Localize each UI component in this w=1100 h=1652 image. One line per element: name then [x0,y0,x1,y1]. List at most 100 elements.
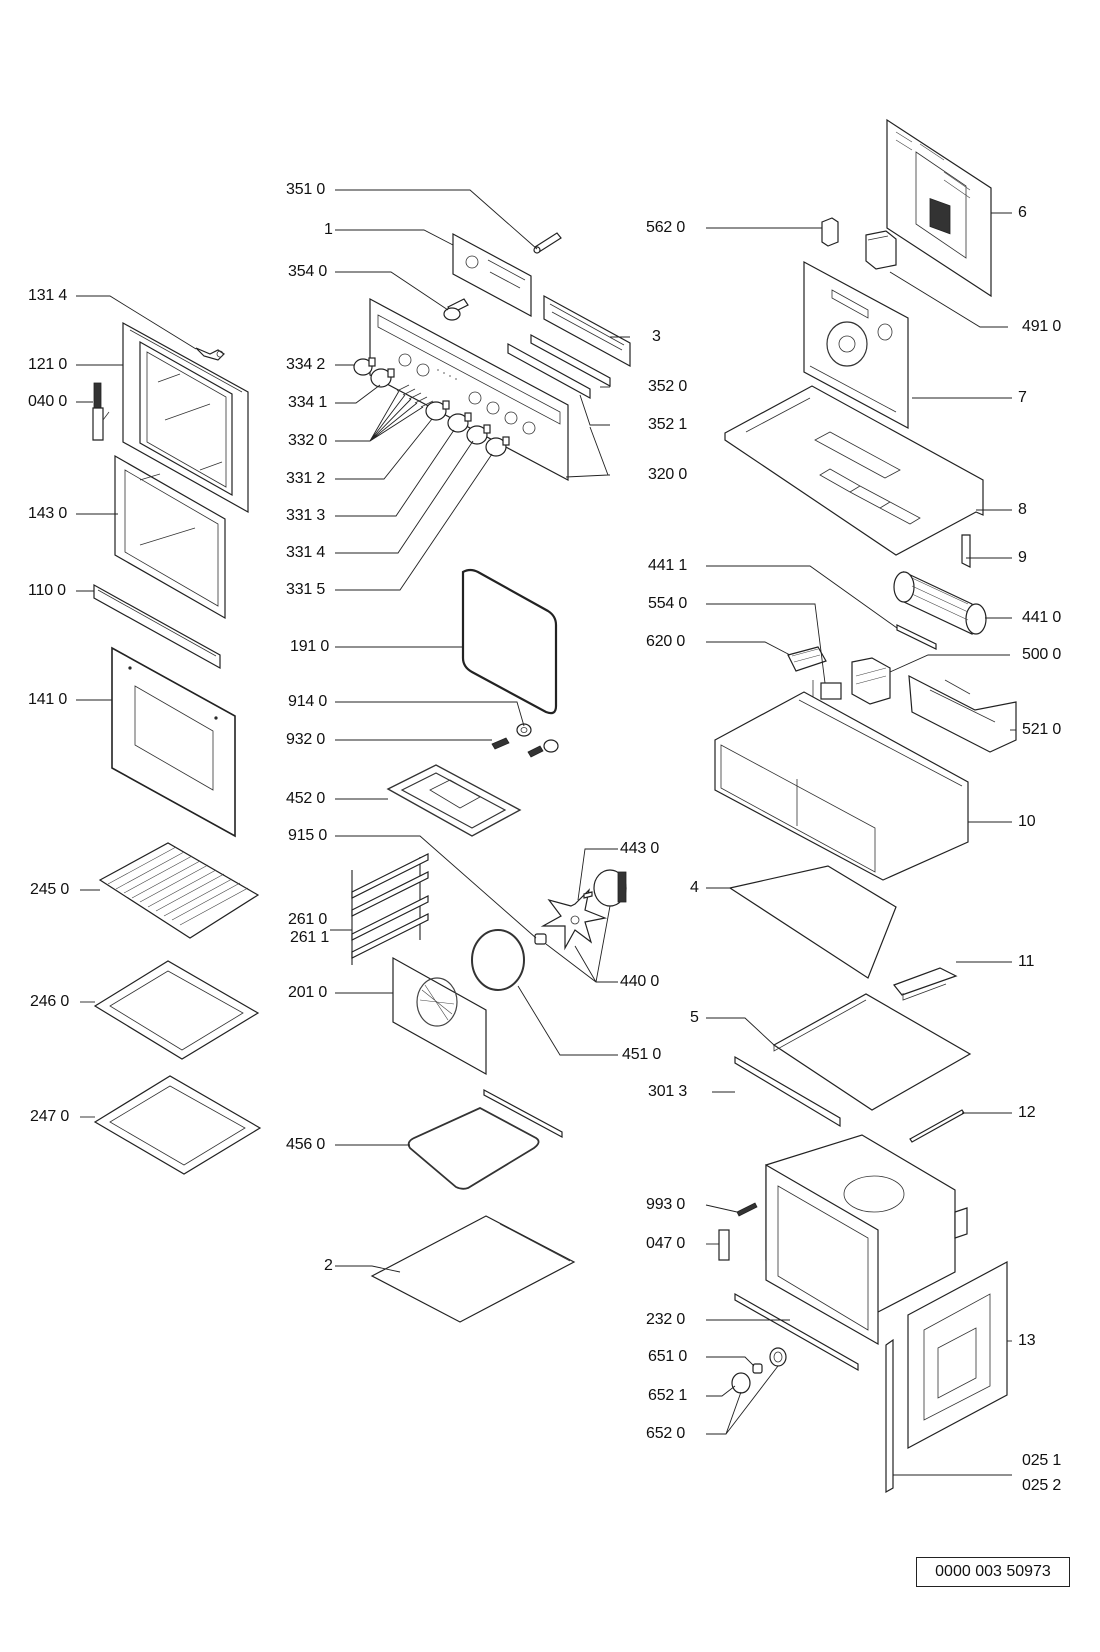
label-191-0: 191 0 [290,638,330,655]
part-2320-lower-front-strip [734,1292,859,1372]
label-047-0: 047 0 [646,1235,686,1252]
part-9150-fan-nut [534,933,547,945]
label-110-0: 110 0 [28,582,66,599]
label-451-0: 451 0 [622,1046,662,1063]
label-500-0: 500 0 [1022,646,1062,663]
part-3341-knob [370,368,395,388]
part-6510-lamp-bulb [752,1363,763,1374]
part-6521-lamp-glass [731,1372,751,1394]
part-9320-lamp-holder [491,737,559,758]
label-932-0: 932 0 [286,731,326,748]
label-352-0: 352 0 [648,378,688,395]
part-7-fan-back-plate [803,260,909,430]
part-4410-cooling-fan [893,571,987,635]
label-261-0: 261 0 [288,911,328,928]
part-3540-push-button [443,298,469,321]
part-cavity-oven-chamber [765,1134,968,1346]
part-1314-hinge-bracket [195,347,225,361]
part-0400-door-hinge [92,382,110,441]
part-5620-door-switch [821,217,839,247]
label-331-3: 331 3 [286,507,326,524]
part-2010-fan-cover [392,956,487,1076]
label-334-1: 334 1 [288,394,328,411]
label-232-0: 232 0 [646,1311,686,1328]
label-620-0: 620 0 [646,633,686,650]
part-3314-knob [466,424,491,445]
part-5210-power-board [908,674,1017,753]
part-8-top-cover [724,385,984,556]
label-040-0: 040 0 [28,393,68,410]
label-651-0: 651 0 [648,1348,688,1365]
label-440-0: 440 0 [620,973,660,990]
label-334-2: 334 2 [286,356,326,373]
label-554-0: 554 0 [648,595,688,612]
label-332-0: 332 0 [288,432,328,449]
part-4400-fan-blade [540,888,608,951]
label-141-0: 141 0 [28,691,68,708]
label-10: 10 [1018,813,1036,830]
label-993-0: 993 0 [646,1196,686,1213]
label-201-0: 201 0 [288,984,328,1001]
label-352-1: 352 1 [648,416,688,433]
label-331-4: 331 4 [286,544,326,561]
part-3320-indicator-lamps [396,384,434,408]
label-025-2: 025 2 [1022,1477,1062,1494]
label-491-0: 491 0 [1022,318,1062,335]
label-12: 12 [1018,1104,1036,1121]
part-4510-circular-element [471,929,525,991]
label-1: 1 [324,221,333,238]
drawing-reference-number: 0000 003 50973 [916,1557,1070,1587]
label-915-0: 915 0 [288,827,328,844]
label-245-0: 245 0 [30,881,70,898]
label-320-0: 320 0 [648,466,688,483]
part-2450-wire-shelf [98,842,260,939]
part-0251-side-trim [885,1338,894,1494]
label-301-3: 301 3 [648,1083,688,1100]
part-4-insulation-plate [728,865,897,979]
part-4430-fan-motor [583,869,627,907]
label-521-0: 521 0 [1022,721,1062,738]
part-3520-display-strip [530,333,611,388]
label-351-0: 351 0 [286,181,326,198]
label-456-0: 456 0 [286,1136,326,1153]
part-3521-display-window [507,342,591,400]
part-11-mounting-bracket [893,967,958,1001]
part-3-electronic-module [543,294,631,368]
label-441-0: 441 0 [1022,609,1062,626]
part-2460-baking-tray [93,960,260,1060]
label-9: 9 [1018,549,1027,566]
part-4411-fan-spacer [896,624,937,650]
label-7: 7 [1018,389,1027,406]
part-1430-inner-glass-panel [114,454,226,620]
part-6200-terminal-block [787,646,827,672]
part-5000-selector-switch [851,657,891,705]
part-1-control-board [452,232,532,318]
part-2470-shallow-tray [93,1075,262,1175]
label-5: 5 [690,1009,699,1026]
part-2610-side-rails [351,853,429,965]
part-1410-outer-door-glass [111,646,236,838]
part-1210-inner-door-frame [122,321,249,514]
part-4910-thermal-cutout [865,230,897,270]
label-354-0: 354 0 [288,263,328,280]
label-8: 8 [1018,501,1027,518]
part-3315-knob [485,436,510,457]
part-0470-hinge-receiver [718,1229,730,1261]
part-1100-door-trim-strip [93,583,221,670]
label-025-1: 025 1 [1022,1452,1062,1469]
part-9930-screw [736,1202,758,1217]
part-2-base-plate [370,1215,576,1323]
label-331-5: 331 5 [286,581,326,598]
label-247-0: 247 0 [30,1108,70,1125]
label-6: 6 [1018,204,1027,221]
part-4560-lower-element [407,1088,563,1190]
part-3342-knob [353,357,376,376]
label-131-4: 131 4 [28,287,68,304]
label-143-0: 143 0 [28,505,68,522]
part-1910-door-seal [461,568,558,715]
part-6520-lamp-socket [769,1347,787,1367]
label-11: 11 [1018,953,1035,970]
part-3313-knob [447,412,472,433]
